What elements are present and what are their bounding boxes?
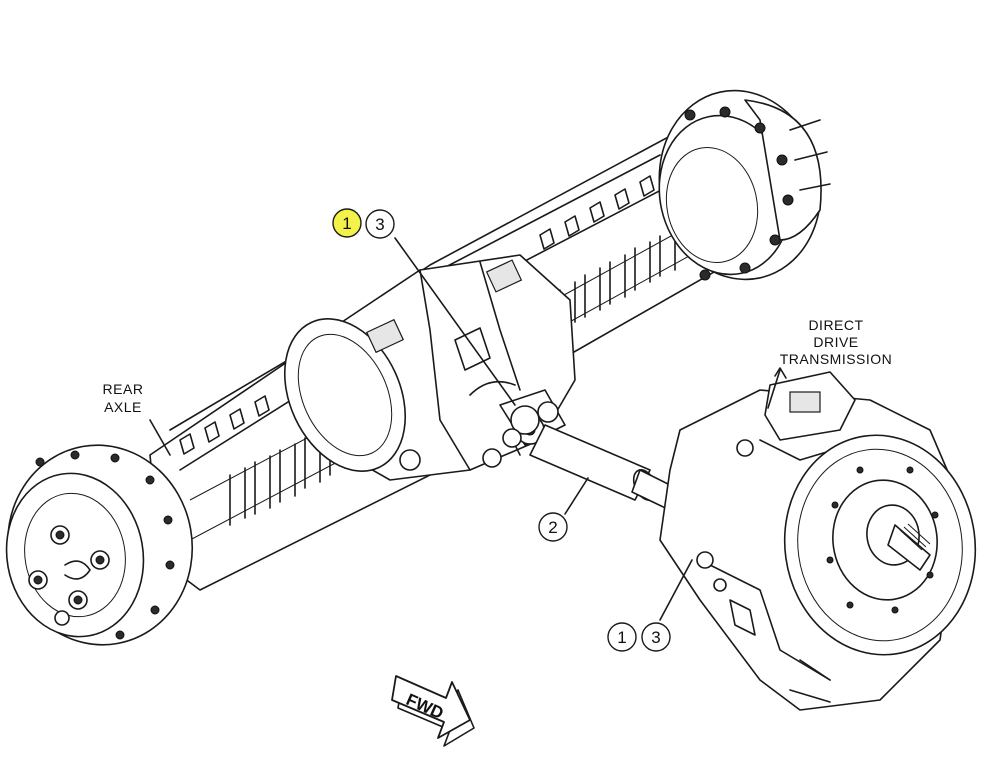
leader-transmission	[767, 369, 781, 409]
callout-bottom-1-3: 1 3	[607, 622, 671, 652]
callout-circle-2	[538, 512, 568, 542]
callout-2: 2	[538, 512, 568, 542]
callout-circle-3	[641, 622, 671, 652]
callout-circle-3	[365, 209, 395, 239]
left-hub-studs	[28, 525, 110, 626]
transmission-label-line3: TRANSMISSION	[780, 351, 893, 367]
right-hub-bolts	[684, 106, 794, 281]
rear-u-joint	[502, 401, 559, 448]
callout-number: 2	[548, 518, 557, 537]
rear-axle-label-line2: AXLE	[104, 399, 142, 415]
leader-rear-axle	[149, 419, 171, 456]
right-wheel-hub	[658, 89, 831, 281]
leader-callout-bottom	[659, 559, 693, 621]
leader-lines	[149, 237, 787, 621]
input-shaft	[887, 524, 931, 571]
driveshaft-tube	[529, 424, 651, 501]
rear-axle-label: REAR AXLE	[103, 381, 144, 415]
callout-circle-1	[607, 622, 637, 652]
rear-axle	[5, 89, 831, 646]
transmission-label-line1: DIRECT	[808, 317, 863, 333]
callout-number: 1	[342, 214, 351, 233]
rear-axle-label-line1: REAR	[103, 381, 144, 397]
fwd-arrow: FWD	[391, 675, 475, 747]
callout-number: 1	[617, 628, 626, 647]
transmission-label: DIRECT DRIVE TRANSMISSION	[780, 317, 893, 367]
differential-housing	[283, 254, 576, 481]
left-wheel-hub	[5, 444, 194, 646]
fwd-arrow-shape	[391, 675, 471, 739]
leader-callout-top	[394, 237, 516, 406]
callout-number: 3	[375, 215, 384, 234]
direct-drive-transmission	[659, 371, 977, 711]
leader-callout-2	[564, 477, 589, 515]
callout-number: 3	[651, 628, 660, 647]
transmission-label-line2: DRIVE	[813, 334, 858, 350]
callout-top-1-3: 1 3	[332, 208, 395, 239]
callout-circle-1-highlighted	[332, 208, 362, 238]
